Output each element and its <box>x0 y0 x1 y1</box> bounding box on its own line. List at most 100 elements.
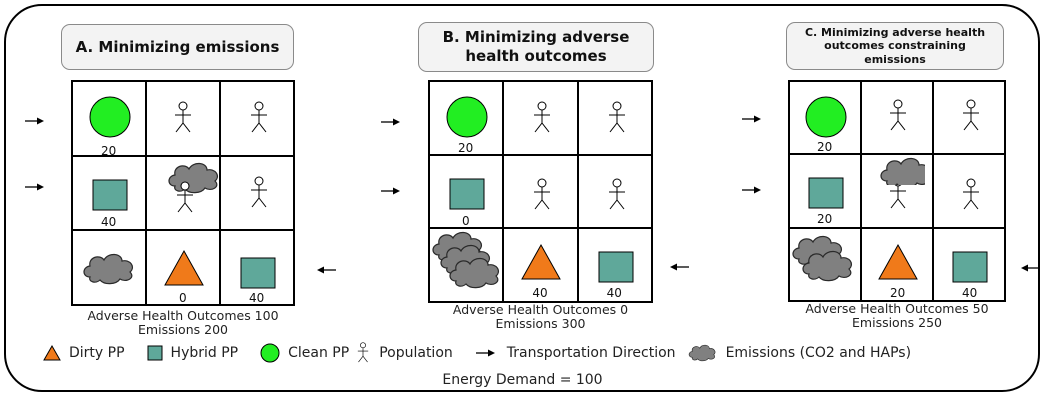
panel-b-summary: Adverse Health Outcomes 0 Emissions 300 <box>428 303 653 331</box>
arrow-right-icon <box>741 114 762 124</box>
panel-b-grid: 20 0 40 40 <box>428 80 653 303</box>
hybrid-pp-icon <box>240 257 276 289</box>
legend-item-clean-pp: Clean PP <box>260 343 349 363</box>
arrow-right-icon <box>24 116 45 126</box>
grid-cell: 40 <box>577 228 652 302</box>
pp-capacity-value: 0 <box>462 213 470 228</box>
grid-cell: 0 <box>146 230 220 305</box>
population-icon <box>250 176 268 208</box>
grid-cell <box>789 227 861 301</box>
arrow-right-icon <box>380 186 401 196</box>
grid-cell <box>577 81 652 155</box>
hybrid-pp-icon <box>598 251 634 283</box>
panel-c-title: C. Minimizing adverse health outcomes co… <box>786 22 1004 70</box>
pp-capacity-value: 40 <box>962 285 978 300</box>
legend-label: Population <box>379 345 453 361</box>
grid-cell <box>503 81 578 155</box>
pp-capacity-value: 40 <box>606 286 622 301</box>
legend-label: Dirty PP <box>69 345 125 361</box>
grid-cell <box>146 81 220 156</box>
panel-a-grid: 20 40 0 40 <box>71 80 295 306</box>
clean-pp-icon <box>805 96 847 138</box>
population-icon <box>962 99 980 131</box>
legend-item-transport: Transportation Direction <box>473 345 676 361</box>
legend-label: Hybrid PP <box>170 345 239 361</box>
panel-b-title: B. Minimizing adverse health outcomes <box>418 22 654 72</box>
hybrid-pp-icon <box>92 179 128 211</box>
legend-label: Transportation Direction <box>506 345 676 361</box>
hybrid-pp-icon <box>449 178 485 210</box>
panel-c-grid: 20 20 20 40 <box>788 80 1006 302</box>
emissions-cloud-icon <box>83 254 134 285</box>
grid-cell: 20 <box>72 81 146 158</box>
hybrid-pp-icon <box>147 345 163 361</box>
pp-capacity-value: 20 <box>817 140 833 154</box>
population-head-icon <box>180 181 190 191</box>
emissions-total: Emissions 250 <box>852 315 942 330</box>
grid-cell: 20 <box>789 154 861 228</box>
grid-cell <box>933 154 1005 228</box>
grid-cell: 40 <box>220 230 294 305</box>
grid-cell <box>861 154 933 228</box>
grid-cell: 0 <box>429 154 504 229</box>
dirty-pp-icon <box>164 250 204 286</box>
legend-item-emissions: Emissions (CO2 and HAPs) <box>688 343 912 363</box>
pp-capacity-value: 20 <box>890 285 906 300</box>
legend-item-dirty-pp: Dirty PP <box>43 345 125 361</box>
grid-cell <box>503 154 578 229</box>
clean-pp-icon <box>260 343 280 363</box>
emissions-total: Emissions 300 <box>495 316 586 331</box>
pp-capacity-value: 20 <box>458 141 474 155</box>
grid-cell: 20 <box>789 81 861 155</box>
grid-cell: 40 <box>933 227 1005 301</box>
grid-cell: 20 <box>429 81 504 155</box>
grid-cell <box>220 81 294 156</box>
emissions-cloud-icon <box>880 158 925 186</box>
energy-demand: Energy Demand = 100 <box>442 372 603 388</box>
dirty-pp-icon <box>521 244 562 280</box>
panel-c-summary: Adverse Health Outcomes 50 Emissions 250 <box>788 302 1006 330</box>
dirty-pp-icon <box>43 345 61 361</box>
clean-pp-icon <box>446 96 488 138</box>
pp-capacity-value: 0 <box>179 291 187 306</box>
adverse-health-outcomes: Adverse Health Outcomes 50 <box>805 301 989 316</box>
grid-cell <box>146 155 220 231</box>
population-icon <box>250 101 268 133</box>
population-icon <box>608 178 626 210</box>
population-icon <box>889 99 907 131</box>
grid-cell: 20 <box>861 227 933 301</box>
legend: Dirty PP Hybrid PP Clean PP Population T… <box>43 342 923 364</box>
grid-cell <box>861 81 933 155</box>
population-icon <box>962 178 980 210</box>
grid-cell: 40 <box>72 155 146 231</box>
dirty-pp-icon <box>878 243 918 280</box>
hybrid-pp-icon <box>808 177 844 209</box>
diagram-frame <box>4 4 1040 392</box>
arrow-right-icon <box>741 185 762 195</box>
arrow-left-icon <box>316 265 337 275</box>
arrow-left-icon <box>669 262 690 272</box>
adverse-health-outcomes: Adverse Health Outcomes 0 <box>452 302 629 317</box>
grid-cell <box>72 230 146 305</box>
panel-a-title: A. Minimizing emissions <box>61 24 294 70</box>
arrow-right-icon <box>380 117 401 127</box>
adverse-health-outcomes: Adverse Health Outcomes 100 <box>87 308 279 323</box>
grid-cell <box>220 155 294 231</box>
legend-item-hybrid-pp: Hybrid PP <box>147 345 239 361</box>
arrow-right-icon <box>24 182 45 192</box>
hybrid-pp-icon <box>952 251 988 283</box>
population-icon <box>608 101 626 133</box>
population-icon <box>533 101 551 133</box>
grid-cell <box>577 154 652 229</box>
emissions-cloud-icon <box>168 162 219 193</box>
pp-capacity-value: 40 <box>249 291 265 306</box>
legend-item-population: Population <box>355 342 453 364</box>
pp-capacity-value: 40 <box>532 286 548 301</box>
panel-a-summary: Adverse Health Outcomes 100 Emissions 20… <box>71 309 295 337</box>
arrow-right-icon <box>475 348 496 358</box>
grid-cell <box>429 228 504 302</box>
clean-pp-icon <box>89 96 131 138</box>
emissions-cloud-icon <box>802 250 853 281</box>
legend-label: Emissions (CO2 and HAPs) <box>725 345 912 361</box>
grid-cell: 40 <box>503 228 578 302</box>
